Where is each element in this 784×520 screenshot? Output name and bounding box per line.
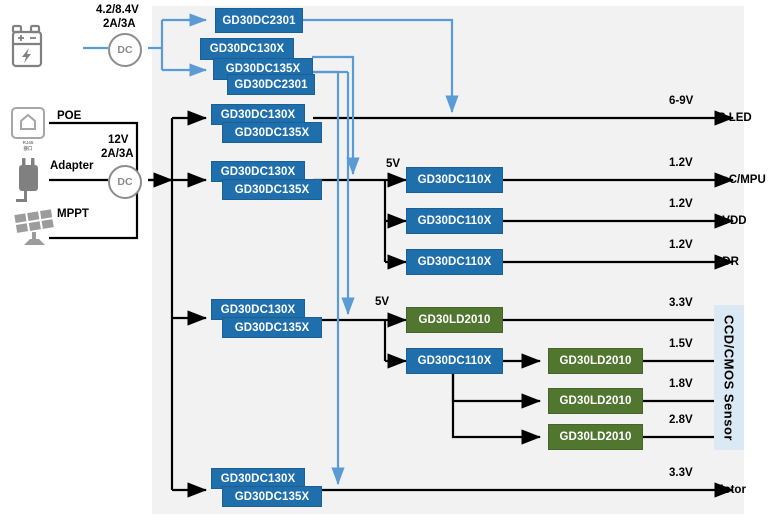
block-gd30dc130x-1[interactable]: GD30DC130X [200, 38, 294, 60]
output-load-motor: Motor [714, 484, 746, 496]
power-adapter-icon [16, 158, 38, 202]
battery-rating-voltage: 4.2/8.4V [96, 4, 139, 16]
block-gd30ld2010-4[interactable]: GD30LD2010 [548, 424, 643, 450]
output-load-ddr: DDR [714, 256, 739, 268]
block-gd30dc135x-2[interactable]: GD30DC135X [222, 122, 322, 143]
ccd-cmos-sensor-label: CCD/CMOS Sensor [721, 314, 737, 441]
main-rating-voltage: 12V [108, 134, 129, 146]
main-rating-current: 2A/3A [101, 148, 134, 160]
block-gd30ld2010-2[interactable]: GD30LD2010 [548, 348, 643, 374]
block-gd30dc135x-4[interactable]: GD30DC135X [222, 317, 322, 338]
block-gd30dc2301-2[interactable]: GD30DC2301 [227, 74, 315, 95]
battery-rating-current: 2A/3A [103, 18, 136, 30]
output-voltage-sensor-2v8: 2.8V [669, 414, 693, 426]
rail-label-5v-lower: 5V [375, 296, 390, 308]
block-gd30dc110x-2[interactable]: GD30DC110X [406, 208, 503, 234]
output-load-soc: SoC/MPU [714, 174, 766, 186]
ccd-cmos-sensor-block[interactable]: CCD/CMOS Sensor [714, 305, 744, 450]
output-voltage-sensor-3v3: 3.3V [669, 297, 693, 309]
source-label-poe: POE [57, 110, 82, 122]
block-gd30dc130x-3[interactable]: GD30DC130X [211, 161, 305, 182]
source-label-mppt: MPPT [57, 208, 89, 220]
output-voltage-motor: 3.3V [669, 467, 693, 479]
block-gd30dc130x-4[interactable]: GD30DC130X [211, 299, 305, 320]
battery-icon [11, 24, 43, 68]
output-voltage-ddr: 1.2V [669, 239, 693, 251]
source-label-adapter: Adapter [50, 160, 94, 172]
block-gd30ld2010-3[interactable]: GD30LD2010 [548, 388, 643, 414]
output-voltage-soc: 1.2V [669, 157, 693, 169]
output-voltage-sensor-1v8: 1.8V [669, 378, 693, 390]
dc-converter-battery: DC [108, 33, 142, 67]
rail-label-5v-upper: 5V [386, 158, 401, 170]
block-gd30dc135x-5[interactable]: GD30DC135X [222, 486, 322, 507]
battery-bolt-icon [22, 48, 31, 63]
solar-panel-icon [14, 209, 54, 245]
block-gd30dc110x-1[interactable]: GD30DC110X [406, 167, 503, 193]
rj45-icon [11, 107, 45, 139]
dc-converter-main: DC [108, 165, 142, 199]
output-voltage-ir-led: 6-9V [669, 95, 694, 107]
block-gd30dc135x-3[interactable]: GD30DC135X [222, 179, 322, 200]
block-gd30dc110x-3[interactable]: GD30DC110X [406, 249, 503, 275]
block-gd30ld2010-1[interactable]: GD30LD2010 [406, 307, 503, 333]
output-load-dvdd: DVDD [714, 215, 747, 227]
output-voltage-dvdd: 1.2V [669, 198, 693, 210]
block-gd30dc110x-4[interactable]: GD30DC110X [406, 348, 503, 374]
output-voltage-sensor-1v5: 1.5V [669, 338, 693, 350]
output-load-ir-led: IR LED [714, 112, 752, 124]
block-gd30dc2301-1[interactable]: GD30DC2301 [215, 8, 303, 33]
